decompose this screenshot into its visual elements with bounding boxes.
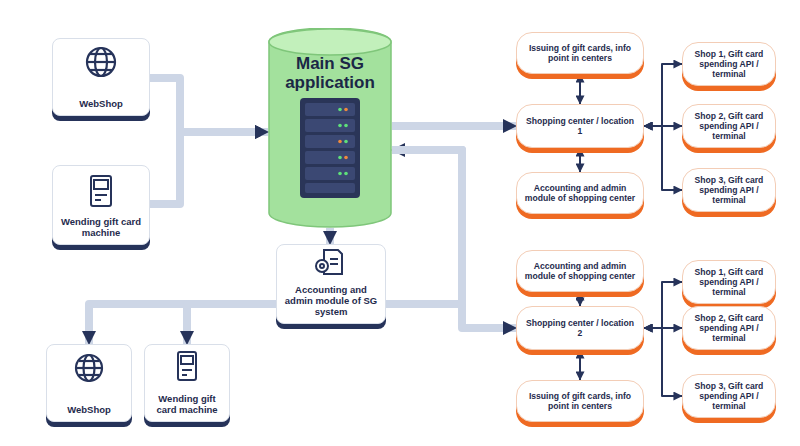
node-label: Accounting and admin module of SG system <box>281 284 381 317</box>
terminal-pill: Shop 2, Gift card spending API / termina… <box>682 306 776 350</box>
flow-arrow <box>579 292 581 306</box>
flow-arrow <box>579 74 581 104</box>
node-label: Issuing of gift cards, info point in cen… <box>524 43 636 63</box>
node-label: Shopping center / location 1 <box>524 116 636 136</box>
flow-arrow <box>644 328 682 396</box>
node-label: Shop 3, Gift card spending API / termina… <box>688 381 770 411</box>
flow-pipe <box>326 228 334 244</box>
system-box: WebShop <box>52 38 150 116</box>
process-pill: Shopping center / location 2 <box>516 306 644 350</box>
flow-pipe <box>150 78 268 132</box>
node-label: Shop 1, Gift card spending API / termina… <box>688 49 770 79</box>
node-label: Wending gift card machine <box>149 393 225 415</box>
node-label: Issuing of gift cards, info point in cen… <box>524 391 636 411</box>
node-label: Wending gift card machine <box>57 216 145 238</box>
node-label: Accounting and admin module of shopping … <box>524 261 636 281</box>
terminal-pill: Shop 3, Gift card spending API / termina… <box>682 168 776 212</box>
flow-pipe <box>150 132 268 204</box>
cylinder-body <box>269 28 391 227</box>
node-label: Shop 2, Gift card spending API / termina… <box>688 111 770 141</box>
flow-arrow <box>644 64 682 126</box>
process-pill: Accounting and admin module of shopping … <box>516 172 644 214</box>
terminal-pill: Shop 2, Gift card spending API / termina… <box>682 104 776 148</box>
process-pill: Accounting and admin module of shopping … <box>516 250 644 292</box>
node-label: Shop 2, Gift card spending API / termina… <box>688 313 770 343</box>
process-pill: Shopping center / location 1 <box>516 104 644 148</box>
flow-arrow <box>644 282 682 328</box>
system-box: Wending gift card machine <box>52 165 150 245</box>
node-label: Shop 1, Gift card spending API / termina… <box>688 267 770 297</box>
node-label: WebShop <box>67 404 111 415</box>
system-box: WebShop <box>46 344 132 422</box>
flow-arrow <box>644 126 682 190</box>
node-label: Shop 3, Gift card spending API / termina… <box>688 175 770 205</box>
terminal-pill: Shop 1, Gift card spending API / termina… <box>682 42 776 86</box>
node-label: WebShop <box>79 98 123 109</box>
node-label: Main SG application <box>274 54 386 92</box>
flow-arrow <box>579 148 581 172</box>
terminal-pill: Shop 1, Gift card spending API / termina… <box>682 260 776 304</box>
process-pill: Issuing of gift cards, info point in cen… <box>516 380 644 422</box>
flow-arrow <box>579 350 581 380</box>
cylinder-top <box>269 29 391 55</box>
system-box: Wending gift card machine <box>144 344 230 422</box>
database-cylinder: Main SG application <box>268 28 392 228</box>
system-box: Accounting and admin module of SG system <box>276 244 386 324</box>
process-pill: Issuing of gift cards, info point in cen… <box>516 32 644 74</box>
node-label: Accounting and admin module of shopping … <box>524 183 636 203</box>
terminal-pill: Shop 3, Gift card spending API / termina… <box>682 374 776 418</box>
node-label: Shopping center / location 2 <box>524 318 636 338</box>
flow-pipe <box>392 122 516 130</box>
